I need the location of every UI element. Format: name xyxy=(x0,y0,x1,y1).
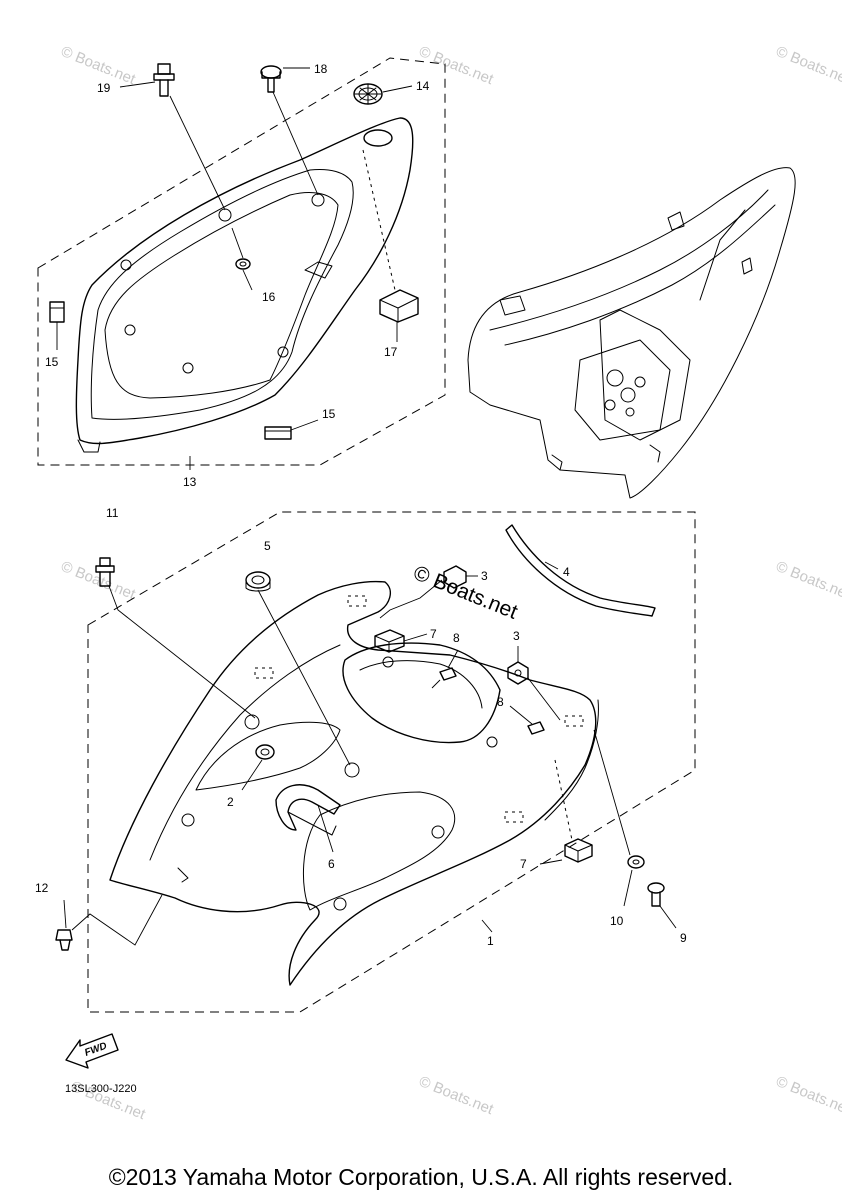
upper-boundary xyxy=(37,57,446,466)
boss-hole xyxy=(124,324,136,336)
upper-assembly: 19 18 14 16 17 15 15 13 xyxy=(37,57,446,489)
side-cover-1 xyxy=(109,580,597,986)
tail-frame xyxy=(467,167,796,499)
lower-boundary xyxy=(87,511,696,1013)
callout-3: 3 xyxy=(481,569,488,583)
clip-8-upper xyxy=(439,667,457,681)
callout-10: 10 xyxy=(610,914,624,928)
boss-hole xyxy=(277,346,289,358)
watermark: © Boats.net xyxy=(774,1073,842,1119)
boss-hole xyxy=(344,762,360,778)
clip-tab xyxy=(177,867,189,883)
callout-11: 11 xyxy=(106,506,119,520)
boss-hole xyxy=(218,208,232,222)
screw-9 xyxy=(647,882,665,907)
clip-8-lower xyxy=(527,721,545,735)
copyright-notice: ©2013 Yamaha Motor Corporation, U.S.A. A… xyxy=(108,1164,734,1190)
seat-cover-inner-rim xyxy=(90,169,354,420)
inner-bracket xyxy=(342,642,501,744)
callout-5: 5 xyxy=(264,539,271,553)
callout-2: 2 xyxy=(227,795,234,809)
inner-bracket-rim xyxy=(359,660,483,709)
callout-7: 7 xyxy=(520,857,527,871)
grommet-14 xyxy=(353,83,383,105)
lower-assembly: 11 5 3 4 7 8 3 8 2 6 7 12 10 9 1 xyxy=(35,506,696,1013)
diagram-code: 13SL300-J220 xyxy=(65,1083,137,1095)
callout-13: 13 xyxy=(183,475,197,489)
callout-9: 9 xyxy=(680,931,687,945)
watermark: © Boats.net xyxy=(59,558,139,604)
pad-7-upper xyxy=(374,629,405,653)
callout-18: 18 xyxy=(314,62,328,76)
boss-hole xyxy=(244,714,260,730)
pad-7-lower xyxy=(564,838,593,863)
pad-15-bottom xyxy=(264,426,292,440)
hidden-detail xyxy=(504,811,524,823)
grommet-5 xyxy=(245,571,271,592)
seat-cover-opening xyxy=(104,192,339,399)
boss-hole xyxy=(486,736,498,748)
fwd-arrow: FWD xyxy=(65,1033,119,1069)
side-cover-tail xyxy=(544,699,599,821)
boss-hole xyxy=(182,362,194,374)
watermark: © Boats.net xyxy=(417,1073,497,1119)
side-cover-lower-panel xyxy=(303,791,456,911)
callout-7: 7 xyxy=(430,627,437,641)
pad-15-left xyxy=(49,301,65,323)
side-cover-edge xyxy=(149,644,341,861)
watermark: © Boats.net xyxy=(774,43,842,89)
callout-8: 8 xyxy=(497,695,504,709)
callout-16: 16 xyxy=(262,290,276,304)
nut-3-upper xyxy=(443,565,467,589)
callout-8: 8 xyxy=(453,631,460,645)
grommet-hole xyxy=(363,129,393,147)
callout-4: 4 xyxy=(563,565,570,579)
seat-cover-13 xyxy=(75,117,414,445)
screw-18 xyxy=(260,65,282,93)
callout-1: 1 xyxy=(487,934,494,948)
callout-15: 15 xyxy=(322,407,336,421)
boss-hole xyxy=(311,193,325,207)
cover-foot xyxy=(77,439,101,453)
hidden-detail xyxy=(564,715,584,727)
hidden-detail xyxy=(254,667,274,679)
bolt-19 xyxy=(153,63,175,97)
callout-17: 17 xyxy=(384,345,398,359)
callout-15: 15 xyxy=(45,355,59,369)
callout-19: 19 xyxy=(97,81,111,95)
boss-hole xyxy=(333,897,347,911)
bolt-11 xyxy=(95,557,115,587)
boss-hole xyxy=(120,259,132,271)
damper-6 xyxy=(275,784,341,836)
clip-12 xyxy=(55,929,73,951)
trim-strip-4 xyxy=(505,524,656,617)
callout-12: 12 xyxy=(35,881,49,895)
callout-14: 14 xyxy=(416,79,430,93)
watermark: © Boats.net xyxy=(774,558,842,604)
boss-hole xyxy=(181,813,195,827)
collar-2 xyxy=(255,744,275,760)
callout-3: 3 xyxy=(513,629,520,643)
washer-10 xyxy=(627,855,645,869)
damper-16 xyxy=(235,258,251,270)
pad-17 xyxy=(379,289,419,323)
mount-tab xyxy=(304,261,333,279)
hidden-detail xyxy=(347,595,367,607)
callout-6: 6 xyxy=(328,857,335,871)
boss-hole xyxy=(431,825,445,839)
boss-hole xyxy=(382,656,394,668)
side-cover-cutout xyxy=(195,721,341,791)
